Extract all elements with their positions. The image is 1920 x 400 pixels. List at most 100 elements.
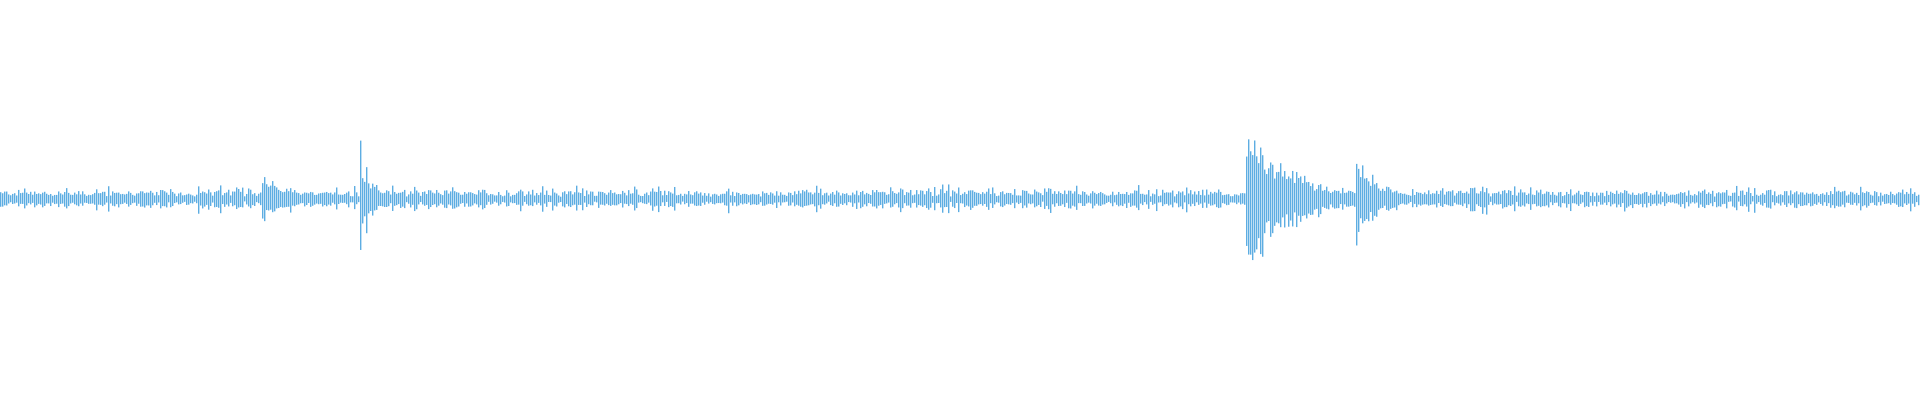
waveform-bar bbox=[500, 194, 502, 205]
waveform-bar bbox=[1212, 193, 1214, 206]
waveform-bar bbox=[566, 194, 568, 204]
waveform-bar bbox=[1068, 190, 1070, 209]
waveform-bar bbox=[662, 195, 664, 203]
waveform-bar bbox=[240, 191, 242, 207]
waveform-bar bbox=[636, 189, 638, 209]
waveform-bar bbox=[1502, 190, 1504, 209]
waveform-bar bbox=[930, 192, 932, 208]
waveform-bar bbox=[52, 195, 54, 203]
waveform-bar bbox=[1584, 192, 1586, 208]
waveform-bar bbox=[336, 187, 338, 210]
waveform-bar bbox=[1902, 189, 1904, 208]
waveform-bar bbox=[48, 194, 50, 204]
waveform-bar bbox=[1182, 191, 1184, 210]
waveform-bar bbox=[1382, 188, 1384, 208]
waveform-bar bbox=[1364, 178, 1366, 221]
waveform-bar bbox=[916, 190, 918, 208]
waveform-bar bbox=[466, 193, 468, 204]
waveform-bar bbox=[1430, 194, 1432, 205]
waveform-bar bbox=[1116, 194, 1118, 205]
waveform-bar bbox=[412, 193, 414, 205]
waveform-bar bbox=[1906, 191, 1908, 205]
waveform-bar bbox=[8, 194, 10, 204]
waveform-bar bbox=[64, 192, 66, 207]
waveform-bar bbox=[20, 193, 22, 204]
waveform-bar bbox=[1632, 192, 1634, 209]
waveform-bar bbox=[338, 194, 340, 204]
waveform-bar bbox=[1622, 193, 1624, 204]
waveform-bar bbox=[394, 191, 396, 206]
waveform-bar bbox=[1092, 191, 1094, 209]
waveform-bar bbox=[1738, 195, 1740, 202]
waveform-bar bbox=[426, 194, 428, 205]
waveform-bar bbox=[1438, 194, 1440, 203]
waveform-bar bbox=[280, 191, 282, 207]
waveform-bar bbox=[254, 193, 256, 206]
waveform-bar bbox=[1232, 196, 1234, 203]
waveform-bar bbox=[286, 188, 288, 207]
waveform-bar bbox=[928, 188, 930, 210]
waveform-bar bbox=[732, 191, 734, 206]
waveform-bar bbox=[1312, 183, 1314, 215]
waveform-bar bbox=[818, 192, 820, 206]
waveform-bar bbox=[1102, 193, 1104, 205]
waveform-bar bbox=[1222, 195, 1224, 204]
waveform-bar bbox=[936, 195, 938, 204]
waveform-bar bbox=[826, 192, 828, 204]
waveform-bar bbox=[502, 196, 504, 202]
waveform-bar bbox=[1136, 190, 1138, 208]
waveform-bar bbox=[1278, 171, 1280, 224]
waveform-bar bbox=[1372, 174, 1374, 221]
waveform-bar bbox=[1240, 193, 1242, 205]
waveform-bar bbox=[1150, 196, 1152, 202]
waveform-bar bbox=[1300, 176, 1302, 222]
waveform-bar bbox=[454, 191, 456, 209]
waveform-bar bbox=[146, 192, 148, 206]
waveform-bar bbox=[1320, 184, 1322, 215]
waveform-bar bbox=[1036, 191, 1038, 207]
waveform-bar bbox=[580, 193, 582, 205]
waveform-bar bbox=[1912, 193, 1914, 204]
waveform-bar bbox=[1538, 192, 1540, 206]
waveform-bar bbox=[1554, 194, 1556, 203]
waveform-bar bbox=[1204, 195, 1206, 203]
waveform-bar bbox=[1090, 193, 1092, 204]
waveform-bar bbox=[772, 193, 774, 205]
waveform-bar bbox=[1188, 193, 1190, 205]
waveform-bar bbox=[748, 195, 750, 203]
waveform-bar bbox=[672, 193, 674, 207]
waveform-bar bbox=[12, 193, 14, 205]
waveform-bar bbox=[986, 191, 988, 207]
waveform-bar bbox=[738, 192, 740, 206]
waveform-bar bbox=[840, 195, 842, 204]
waveform-bar bbox=[1578, 190, 1580, 206]
waveform-bar bbox=[1376, 183, 1378, 217]
waveform-bar bbox=[74, 192, 76, 205]
waveform-bar bbox=[342, 194, 344, 203]
waveform-bar bbox=[340, 194, 342, 203]
waveform-bar bbox=[1456, 193, 1458, 205]
waveform-bar bbox=[1750, 193, 1752, 205]
waveform-bar bbox=[294, 190, 296, 207]
waveform-bar bbox=[446, 190, 448, 209]
waveform-bar bbox=[430, 190, 432, 208]
waveform-bar bbox=[1618, 193, 1620, 205]
waveform-bar bbox=[1556, 195, 1558, 203]
waveform-bar bbox=[1680, 192, 1682, 207]
waveform-bar bbox=[574, 192, 576, 205]
waveform-bar bbox=[136, 193, 138, 206]
waveform-bar bbox=[1050, 188, 1052, 213]
waveform-bar bbox=[1570, 189, 1572, 212]
waveform-bar bbox=[586, 190, 588, 207]
waveform-bar bbox=[1458, 191, 1460, 205]
waveform-bar bbox=[1072, 193, 1074, 206]
waveform-bar bbox=[1878, 196, 1880, 203]
waveform-bar bbox=[178, 193, 180, 205]
waveform-bar bbox=[42, 192, 44, 208]
waveform-bar bbox=[1352, 191, 1354, 206]
waveform-bar bbox=[1764, 194, 1766, 204]
waveform-bar bbox=[530, 194, 532, 206]
waveform-bar bbox=[780, 192, 782, 206]
waveform-bar bbox=[564, 191, 566, 208]
waveform-bar bbox=[350, 196, 352, 203]
